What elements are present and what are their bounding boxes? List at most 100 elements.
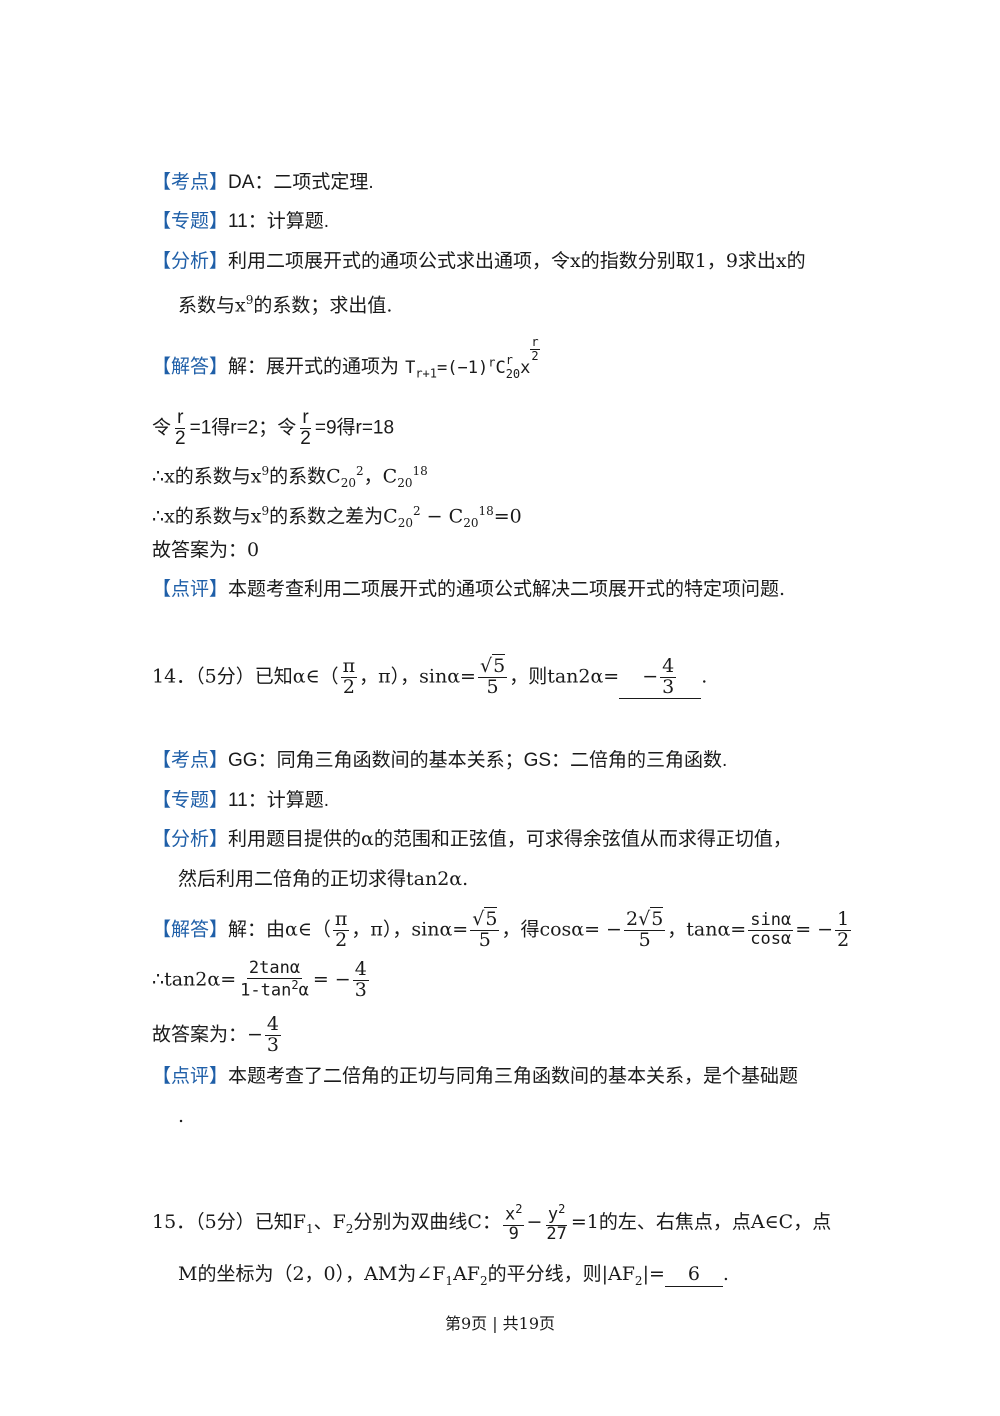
q14-stem-c: ，则tan2α= [509,665,620,688]
q15-line2-a: M的坐标为（2，0），AM为∠F [178,1263,446,1285]
coef2-a: ∴x的系数与x [152,505,262,528]
q14-answer-num: 4 [264,1013,282,1036]
formula-C: C [495,357,506,378]
q14-cos-rad: 5 [650,907,664,930]
q14-ans-den: 3 [662,675,675,698]
q14-line2-num: 2tanα [246,958,303,980]
formula-eq: =(−1) [437,357,489,378]
kaodian-line-1: 【考点】DA：二项式定理. [152,170,374,195]
q14-tan-val-den: 2 [837,928,850,951]
q15-f1-sub: 1 [305,1221,314,1236]
coef-line-1: ∴x的系数与x9的系数C202，C2018 [152,459,428,495]
ling-eq1: =1得r=2； [189,417,278,439]
q15-stem-line-2: M的坐标为（2，0），AM为∠F1AF2的平分线，则|AF2|=6. [178,1262,729,1293]
q15-minus: − [526,1211,543,1234]
q14-jieda-label: 【解答】 [152,918,229,941]
answer-line-1: 故答案为：0 [152,538,259,562]
zhuanti-line-1: 【专题】11：计算题. [152,209,329,234]
q14-line2-den-b: α [298,980,309,1001]
coef1-sup: 9 [261,464,270,478]
dianping-text: 本题考查利用二项展开式的通项公式解决二项展开式的特定项问题. [228,578,786,600]
q14-stem-end: . [701,665,708,688]
ling-1: 令 [152,416,172,439]
q14-sin-num: 5 [492,654,506,677]
ling-frac2-num: r [300,407,311,429]
q15-stem-c: 分别为双曲线C： [353,1211,501,1234]
q14-zhuanti-text: 11：计算题. [228,790,330,811]
q14-fenxi-label: 【分析】 [152,828,229,850]
coef2-sub1: 20 [397,516,413,531]
q14-kaodian-line: 【考点】GG：同角三角函数间的基本关系；GS：二倍角的三角函数. [152,748,727,773]
ling-frac2-den: 2 [300,427,311,449]
coef2-sub2: 20 [463,516,479,531]
formula-T: T [405,357,416,378]
q14-zhuanti-line: 【专题】11：计算题. [152,788,329,813]
coef2-sup2: 18 [478,504,494,518]
q15-line2-sub1: 1 [445,1273,454,1288]
q15-f2-sub: 2 [345,1221,354,1236]
q14-zhuanti-label: 【专题】 [152,789,229,811]
q14-jieda-pi-num: π [332,908,350,931]
q14-dianping-text: 本题考查了二倍角的正切与同角三角函数间的基本关系，是个基础题 [228,1065,799,1087]
formula-exp-num: r [530,335,540,350]
ling-frac1-num: r [175,407,186,429]
q14-dianping-line: 【点评】本题考查了二倍角的正切与同角三角函数间的基本关系，是个基础题 [152,1064,798,1088]
fenxi-line-2: 系数与x9的系数；求出值. [178,288,392,317]
q14-tan-den: cosα [750,928,792,949]
q14-tan-num: sinα [748,910,794,931]
formula-C-sup: r [505,353,513,368]
jieda-label: 【解答】 [152,355,229,378]
fenxi-line2-b: 的系数；求出值. [253,294,393,317]
q15-line2-sub3: 2 [634,1273,643,1288]
formula-r: r [488,355,496,369]
q15-x-den: 9 [508,1223,519,1244]
coef1-b: 的系数C [269,465,341,488]
q14-jieda-e: = − [795,918,834,941]
q14-fenxi-line-1: 【分析】利用题目提供的α的范围和正弦值，可求得余弦值从而求得正切值， [152,827,792,851]
coef2-c: − C [420,505,464,528]
q14-cos-den: 5 [638,928,651,951]
formula-x: x [520,357,531,378]
coef2-d: =0 [493,505,522,528]
dianping-label: 【点评】 [152,578,229,600]
q14-jieda-d: ，tanα= [667,918,747,941]
fenxi-line2-a: 系数与x [178,294,246,317]
q14-ans-sign: − [642,665,659,688]
formula-T-sub: r+1 [415,366,438,381]
fenxi-label: 【分析】 [152,250,229,272]
q14-jieda-pi-den: 2 [335,928,348,951]
dianping-line-1: 【点评】本题考查利用二项展开式的通项公式解决二项展开式的特定项问题. [152,577,785,601]
q14-answer-den: 3 [266,1033,280,1056]
ling-eq2: =9得r=18 [314,417,395,439]
q14-pi-den: 2 [342,675,355,698]
coef-line-2: ∴x的系数与x9的系数之差为C202 − C2018=0 [152,499,522,535]
page-footer: 第9页 | 共19页 [0,1310,1000,1334]
coef2-sup: 9 [261,504,270,518]
q14-pi-num: π [340,655,358,678]
coef1-d-sub: 20 [397,476,413,491]
q14-line2-eq: = − [312,968,351,991]
q14-stem-b: ，π），sinα= [359,665,476,688]
q15-line2-c: 的平分线，则|AF [487,1263,635,1285]
q14-stem-a: 14．（5分）已知α∈（ [152,665,339,688]
zhuanti-text: 11：计算题. [228,211,330,232]
q15-answer-blank: 6 [664,1262,723,1287]
coef1-c-sup: 2 [356,464,364,478]
q14-sin-den: 5 [486,675,499,698]
q14-jieda-a: 解：由α∈（ [228,918,331,941]
q14-line2-den-sup: 2 [291,978,299,993]
q14-kaodian-text: GG：同角三角函数间的基本关系；GS：二倍角的三角函数. [228,750,728,771]
fenxi-text: 利用二项展开式的通项公式求出通项，令x的指数分别取1，9求出x的 [228,250,806,272]
kaodian-label: 【考点】 [152,171,229,193]
coef1-a: ∴x的系数与x [152,465,262,488]
q15-line2-end: . [722,1263,729,1285]
q14-fenxi-text2: 然后利用二倍角的正切求得tan2α. [178,868,469,890]
q14-jieda-b: ，π），sinα= [351,918,469,941]
q14-jieda-c: ，得cosα= − [501,918,622,941]
fenxi-line2-sup: 9 [245,293,254,307]
q14-answer-a: 故答案为：− [152,1023,263,1046]
